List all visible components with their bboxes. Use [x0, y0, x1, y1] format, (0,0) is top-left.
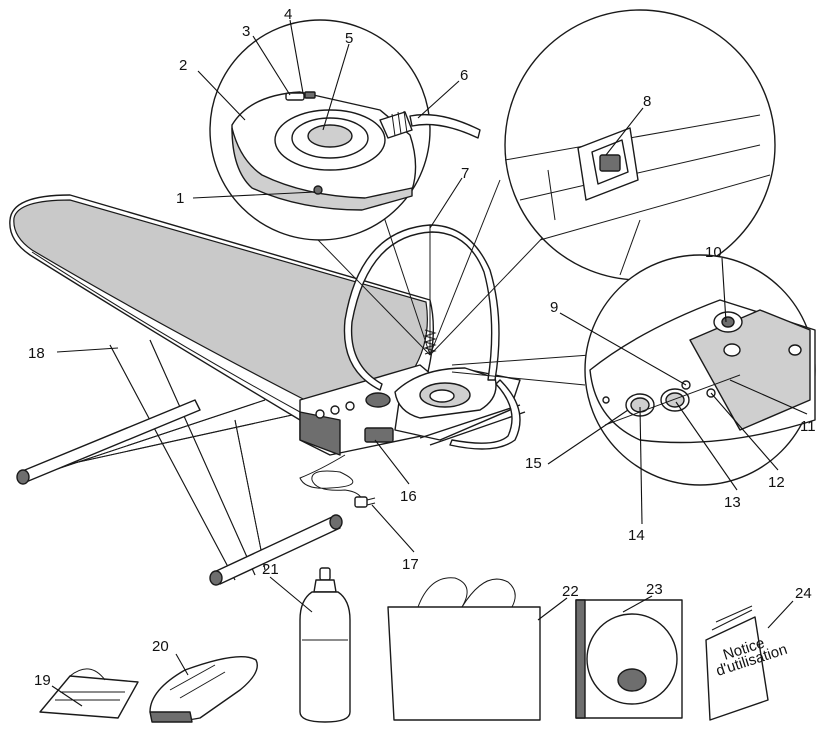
callout-22: 22	[562, 583, 579, 600]
callout-4: 4	[284, 6, 292, 23]
iron-zoom-detail	[209, 19, 481, 356]
cord-and-holder	[343, 224, 521, 450]
power-cord	[299, 454, 376, 508]
callout-18: 18	[28, 345, 45, 362]
callout-6: 6	[460, 67, 468, 84]
callout-24: 24	[795, 585, 812, 602]
callout-15: 15	[525, 455, 542, 472]
control-panel-zoom-detail	[451, 254, 816, 486]
accessory-24-manual: Notice d'utilisation	[705, 605, 789, 721]
iron-on-board	[394, 367, 497, 419]
socket-zoom-detail	[429, 9, 776, 356]
board-cover	[13, 199, 428, 401]
callout-labels: 1 2 3 4 5 6 7 8 9 10 11 12 13 14 15 16 1…	[28, 6, 816, 689]
callout-7: 7	[461, 165, 469, 182]
callout-9: 9	[550, 299, 558, 316]
board-legs	[16, 339, 343, 586]
accessory-20-filter-tray	[149, 655, 258, 723]
callout-1: 1	[176, 190, 184, 207]
callout-20: 20	[152, 638, 169, 655]
callout-10: 10	[705, 244, 722, 261]
callout-11: 11	[800, 418, 816, 435]
callout-19: 19	[34, 672, 51, 689]
callout-5: 5	[345, 30, 353, 47]
ironing-board	[9, 194, 526, 586]
leader-lines	[51, 19, 808, 707]
accessory-22-bag	[387, 577, 541, 721]
callout-2: 2	[179, 57, 187, 74]
callout-3: 3	[242, 23, 250, 40]
callout-13: 13	[724, 494, 741, 511]
accessory-19-soleplate-cover	[39, 668, 139, 719]
accessory-21-bottle	[299, 567, 351, 723]
callout-12: 12	[768, 474, 785, 491]
callout-8: 8	[643, 93, 651, 110]
callout-16: 16	[400, 488, 417, 505]
callout-21: 21	[262, 561, 279, 578]
callout-14: 14	[628, 527, 645, 544]
accessory-23-cd	[575, 599, 683, 719]
callout-17: 17	[402, 556, 419, 573]
callout-23: 23	[646, 581, 663, 598]
